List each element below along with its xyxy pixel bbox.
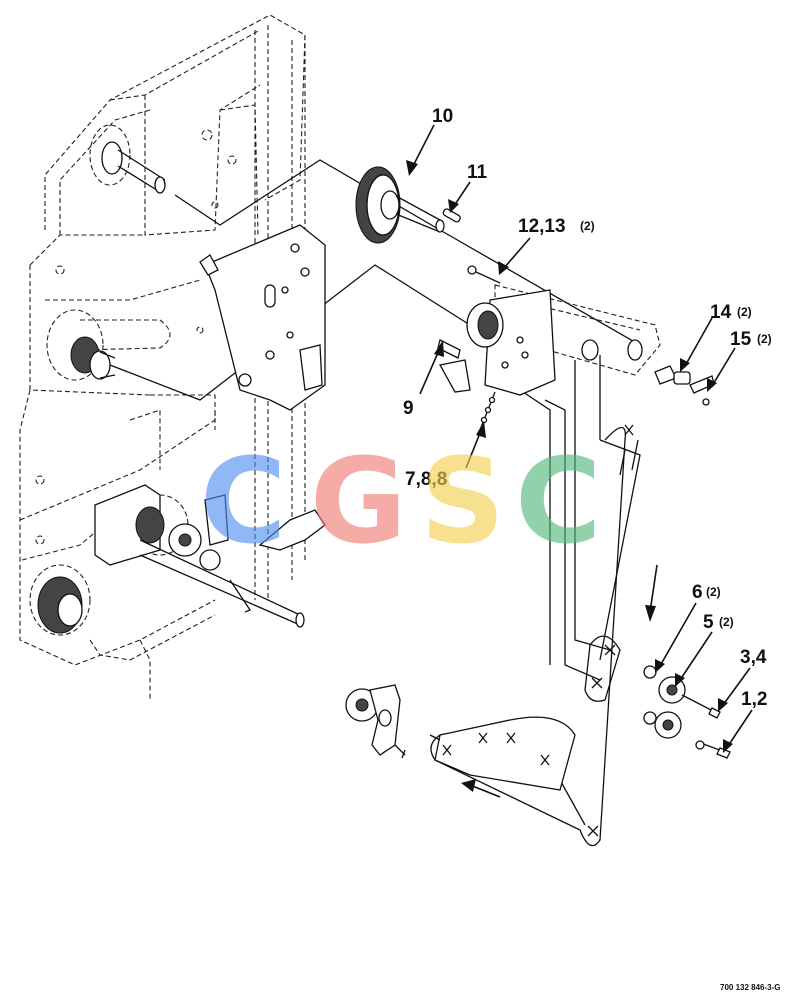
callout-12-13: 12,13 (518, 216, 566, 237)
watermark-letter-2: G (310, 432, 407, 570)
idler-arm (494, 284, 661, 376)
spacer-and-washer (654, 365, 715, 406)
callout-6-qty: (2) (706, 585, 721, 599)
callout-14: 14 (710, 302, 732, 323)
center-bracket (199, 224, 326, 411)
callout-15: 15 (730, 329, 752, 350)
callout-10: 10 (432, 106, 453, 127)
callout-5: 5 (703, 612, 714, 633)
callout-3-4: 3,4 (740, 647, 767, 668)
upper-shaft (101, 141, 166, 194)
callout-14-qty: (2) (737, 305, 752, 319)
callout-11: 11 (467, 162, 488, 183)
figure-code: 700 132 846-3-G (720, 983, 781, 992)
callout-15-qty: (2) (757, 332, 772, 346)
callout-5-qty: (2) (719, 615, 734, 629)
watermark-logo: C G S C (200, 432, 602, 570)
callout-12-13-qty: (2) (580, 219, 595, 233)
chain-guide (429, 716, 576, 791)
cross-marks (442, 424, 634, 837)
lower-sprockets (643, 665, 731, 759)
machine-frame (19, 14, 306, 700)
direction-arrow-down (645, 564, 658, 622)
watermark-letter-4: C (515, 432, 602, 570)
callout-labels: 10 11 12,13 (2) 14 (2) 15 (2) 9 7,8,8 6 … (403, 106, 772, 710)
drive-sprocket (355, 166, 445, 244)
watermark-letter-1: C (200, 432, 287, 570)
callout-7-8-8: 7,8,8 (405, 469, 447, 490)
callout-9: 9 (403, 398, 414, 419)
alignment-line-lower (519, 389, 601, 681)
idler-plate (437, 289, 556, 396)
alignment-line-right (574, 355, 611, 651)
lower-drive-assembly (37, 484, 326, 634)
lower-idler-sprocket (345, 684, 406, 759)
middle-shaft-bearing (70, 336, 116, 380)
callout-1-2: 1,2 (741, 689, 767, 710)
direction-arrow-left (461, 779, 501, 798)
watermark-letter-3: S (420, 432, 505, 570)
shaft-key (442, 208, 461, 223)
leader-lines (406, 124, 753, 753)
callout-6: 6 (692, 582, 703, 603)
